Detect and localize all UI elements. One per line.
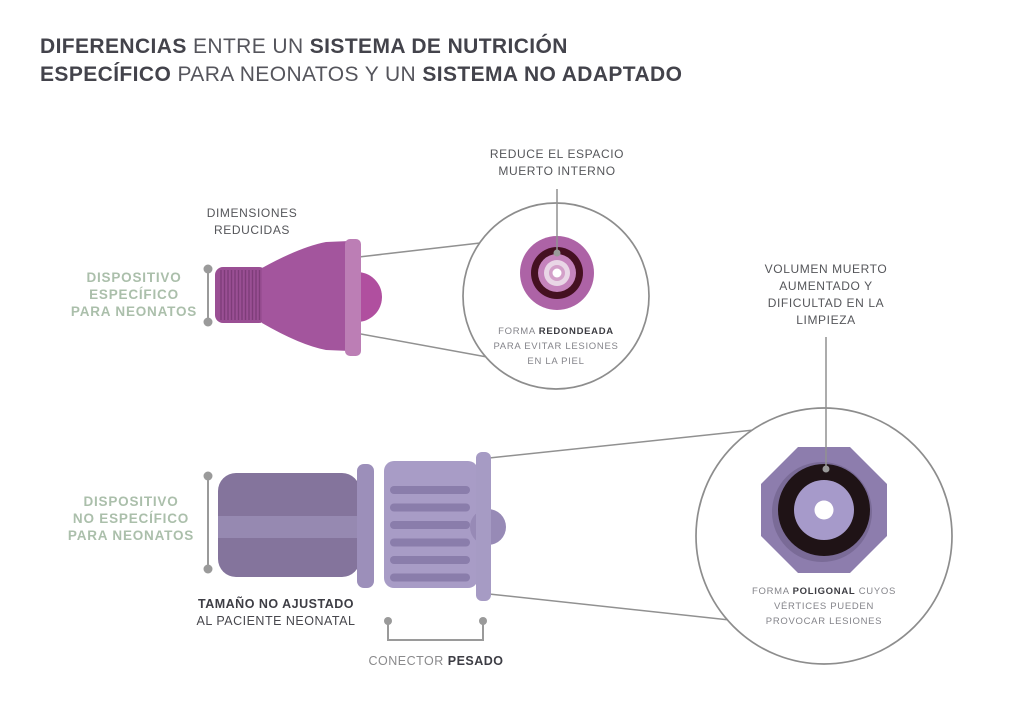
bottom-pointer-dot	[822, 465, 830, 473]
bottom-projection-line-upper	[488, 429, 755, 459]
connector-bracket	[387, 624, 484, 641]
heavy-connector-label: CONECTOR PESADO	[368, 654, 504, 668]
bottom-section-center-hole	[814, 500, 834, 520]
top-device-cone	[262, 241, 350, 351]
top-device-label: DISPOSITIVO ESPECÍFICO PARA NEONATOS	[70, 270, 198, 319]
page-title: DIFERENCIAS ENTRE UN SISTEMA DE NUTRICIÓ…	[40, 33, 840, 89]
bottom-measure-dot-lower	[203, 564, 213, 574]
top-measure-dot-lower	[203, 317, 213, 327]
top-projection-line-upper	[349, 242, 481, 259]
top-measure-dot-upper	[203, 264, 213, 274]
bottom-device-band	[218, 516, 360, 538]
bottom-device-collar	[357, 464, 374, 588]
top-shape-note: FORMA REDONDEADA PARA EVITAR LESIONES EN…	[493, 326, 619, 367]
bottom-device-flange	[476, 452, 491, 601]
dimensions-label: DIMENSIONES REDUCIDAS	[206, 206, 298, 237]
bottom-device-rib-grooves	[390, 486, 470, 582]
page-title-line2: ESPECÍFICO PARA NEONATOS Y UN SISTEMA NO…	[40, 63, 683, 86]
dead-space-label: REDUCE EL ESPACIO MUERTO INTERNO	[489, 147, 625, 178]
top-device-rib-stripes	[220, 270, 264, 320]
bottom-device-label: DISPOSITIVO NO ESPECÍFICO PARA NEONATOS	[67, 494, 195, 543]
top-device-edge	[345, 239, 361, 356]
bottom-projection-line-lower	[488, 593, 749, 623]
bracket-dot-right	[479, 617, 487, 625]
bottom-shape-note: FORMA POLIGONAL CUYOS VÉRTICES PUEDEN PR…	[751, 586, 897, 627]
top-pointer-dot	[553, 249, 561, 257]
bottom-measure-dot-upper	[203, 471, 213, 481]
bracket-dot-left	[384, 617, 392, 625]
top-section-center-hole	[552, 268, 562, 278]
page-title-line1: DIFERENCIAS ENTRE UN SISTEMA DE NUTRICIÓ…	[40, 35, 568, 58]
size-label: TAMAÑO NO AJUSTADO AL PACIENTE NEONATAL	[196, 597, 356, 628]
top-projection-line-lower	[349, 331, 488, 358]
dead-volume-label: VOLUMEN MUERTO AUMENTADO Y DIFICULTAD EN…	[764, 262, 888, 327]
